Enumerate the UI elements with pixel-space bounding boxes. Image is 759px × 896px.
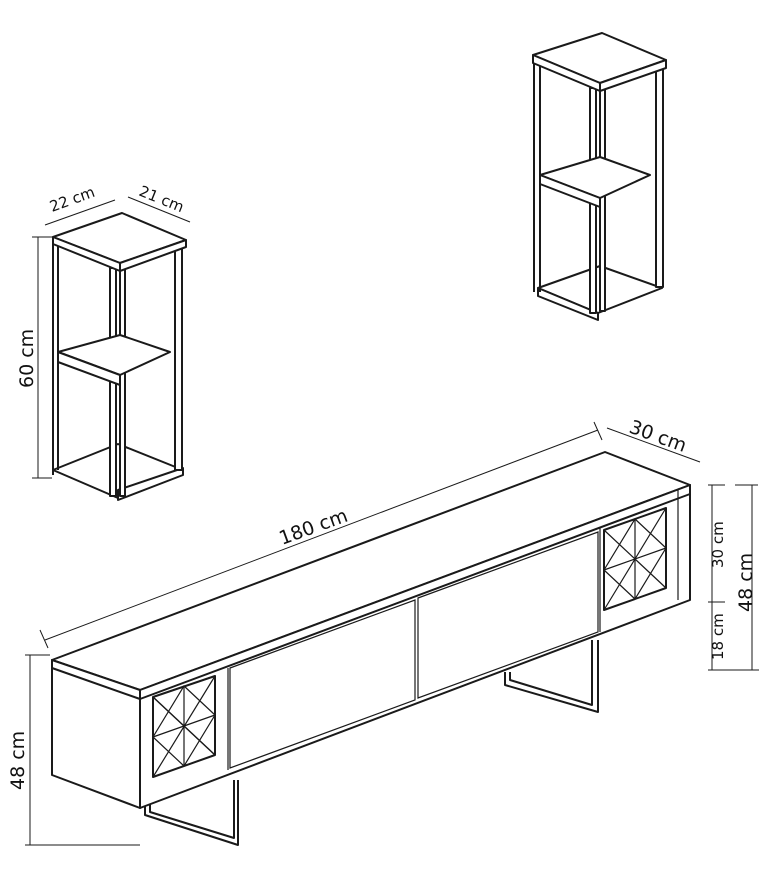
tv-body-height-label: 30 cm: [709, 521, 727, 568]
decorative-door-right: [603, 507, 667, 611]
wall-shelf-right: [532, 32, 667, 321]
tv-leg-height-label: 18 cm: [709, 613, 727, 660]
tv-height-label-right: 48 cm: [735, 553, 757, 612]
tv-unit: [51, 451, 691, 846]
shelf-depth-label: 21 cm: [137, 182, 187, 216]
shelf-width-label: 22 cm: [47, 183, 97, 216]
wall-shelf-left: [52, 212, 187, 501]
decorative-door-left: [152, 675, 216, 778]
shelf-height-label: 60 cm: [16, 329, 38, 388]
tv-height-label-left: 48 cm: [7, 731, 29, 790]
tv-depth-label: 30 cm: [626, 416, 689, 457]
tv-width-label: 180 cm: [276, 505, 350, 550]
